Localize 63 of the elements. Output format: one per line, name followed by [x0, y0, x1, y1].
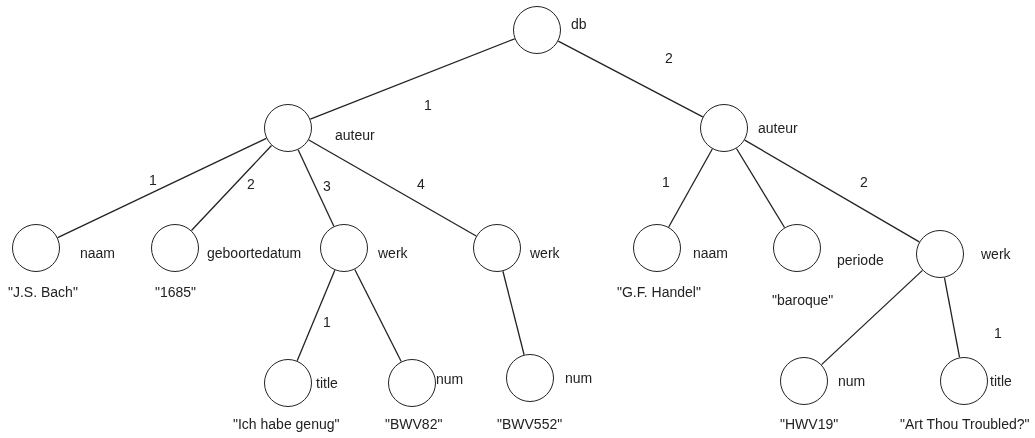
value-label: "HWV19": [780, 416, 839, 432]
tree-edge: [502, 270, 525, 356]
tree-edge: [943, 276, 961, 359]
tree-node-circle: [264, 104, 312, 152]
tree-node-circle: [264, 359, 312, 407]
tree-edge: [820, 269, 924, 366]
edge-label: 2: [246, 176, 256, 192]
tree-node-circle: [633, 224, 681, 272]
node-label: num: [436, 371, 464, 387]
tree-edge: [190, 144, 273, 232]
node-label: naam: [693, 245, 729, 261]
node-label: werk: [981, 246, 1011, 262]
tree-edge: [354, 268, 402, 363]
tree-edge: [735, 147, 786, 229]
tree-node-circle: [320, 224, 368, 272]
node-label: periode: [837, 252, 884, 268]
tree-node-circle: [773, 224, 821, 272]
edge-label: 1: [661, 174, 671, 190]
tree-node-circle: [12, 224, 60, 272]
tree-node-circle: [916, 230, 964, 278]
node-label: db: [571, 16, 587, 32]
edge-label: 2: [859, 174, 869, 190]
value-label: "Ich habe genug": [233, 416, 340, 432]
value-label: "1685": [155, 284, 197, 300]
edge-label: 1: [148, 172, 158, 188]
value-label: "BWV552": [497, 416, 563, 432]
node-label: werk: [530, 245, 560, 261]
edge-label: 1: [993, 325, 1003, 341]
tree-edge: [557, 40, 704, 118]
value-label: "Art Thou Troubled?": [900, 416, 1030, 432]
node-label: naam: [80, 245, 116, 261]
tree-node-circle: [700, 104, 748, 152]
tree-edge: [744, 139, 920, 243]
value-label: "G.F. Handel": [617, 284, 701, 300]
value-label: "J.S. Bach": [8, 284, 78, 300]
node-label: auteur: [758, 120, 798, 136]
node-label: title: [990, 373, 1012, 389]
node-label: auteur: [335, 127, 375, 143]
tree-edge: [296, 269, 336, 362]
tree-node-circle: [780, 357, 828, 405]
edge-label: 3: [322, 178, 332, 194]
tree-edge: [668, 148, 713, 228]
tree-node-circle: [506, 354, 554, 402]
tree-node-circle: [473, 224, 521, 272]
tree-node-circle: [388, 359, 436, 407]
tree-edge: [309, 38, 516, 120]
edge-label: 4: [416, 176, 426, 192]
value-label: "BWV82": [385, 416, 443, 432]
node-label: werk: [378, 245, 408, 261]
tree-edge: [297, 149, 335, 227]
node-label: num: [838, 373, 866, 389]
node-label: title: [316, 375, 338, 391]
tree-node-circle: [151, 224, 199, 272]
node-label: geboortedatum: [207, 245, 302, 261]
edge-label: 1: [322, 314, 332, 330]
edge-label: 1: [423, 97, 433, 113]
edge-label: 2: [664, 50, 674, 66]
tree-edge: [57, 137, 267, 239]
node-label: num: [565, 370, 593, 386]
tree-edge: [308, 139, 477, 237]
tree-node-circle: [513, 6, 561, 54]
tree-node-circle: [940, 357, 988, 405]
value-label: "baroque": [772, 292, 834, 308]
